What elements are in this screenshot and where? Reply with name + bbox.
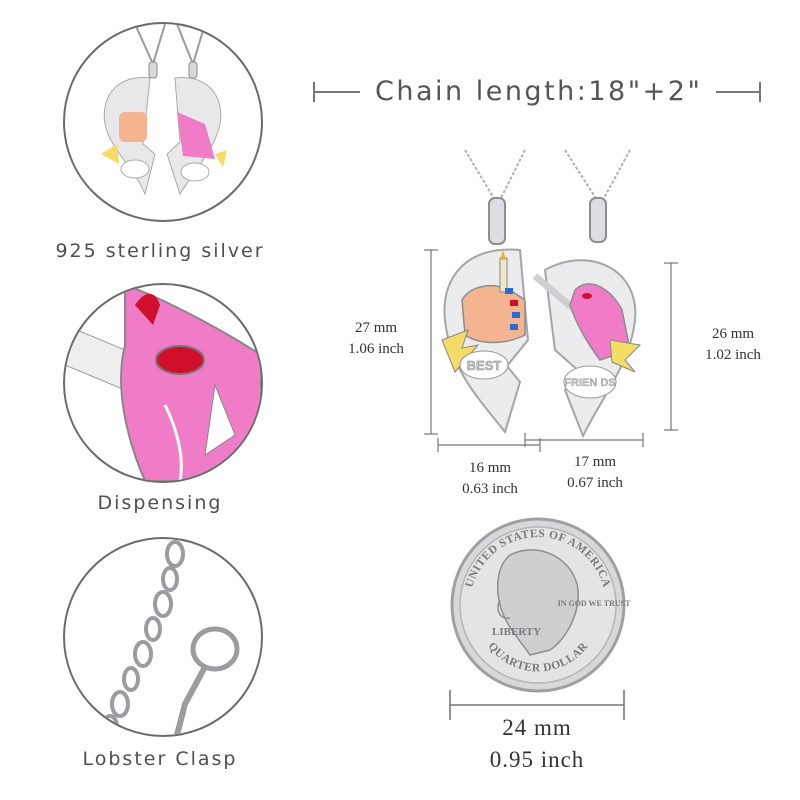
left-height-inch: 1.06 inch	[348, 341, 404, 357]
feature-circle-clasp	[63, 537, 263, 737]
right-hand	[569, 283, 631, 361]
feature-caption-dispensing: Dispensing	[97, 492, 223, 514]
flame	[500, 250, 506, 260]
friends-text: FRIEN DS	[564, 377, 615, 389]
right-height-mm: 26 mm	[711, 326, 755, 342]
pendant-pair-icon	[101, 24, 227, 196]
left-height-label: 27 mm 1.06 inch	[336, 318, 416, 360]
right-nail	[582, 293, 592, 299]
left-width-mm: 16 mm	[468, 460, 512, 476]
quarter-coin	[450, 517, 626, 693]
feature-circle-dispensing	[63, 283, 263, 483]
right-width-mm: 17 mm	[573, 454, 617, 470]
coin-liberty-text: LIBERTY	[492, 626, 541, 638]
coin-motto-text: IN GOD WE TRUST	[558, 599, 632, 608]
right-bail	[589, 197, 607, 243]
best-text: BEST	[467, 358, 502, 373]
coin-bottom-text: QUARTER DOLLAR	[486, 640, 591, 674]
friends-bubble	[563, 365, 617, 399]
right-height-inch: 1.02 inch	[705, 347, 761, 363]
right-width-label: 17 mm 0.67 inch	[550, 452, 640, 494]
left-hand	[461, 284, 526, 344]
coin-width-mm: 24 mm	[502, 715, 572, 740]
right-width-inch: 0.67 inch	[567, 475, 623, 491]
chain-length-label: Chain length:18"+2"	[375, 76, 703, 107]
left-heart-pendant	[443, 248, 530, 435]
right-lightning	[609, 339, 642, 373]
cigarette	[532, 273, 578, 313]
coin-top-text: UNITED STATES OF AMERICA	[463, 528, 612, 589]
lighter	[499, 257, 508, 293]
left-lightning	[441, 329, 480, 373]
best-bubble	[459, 350, 509, 380]
lobster-clasp-icon	[101, 540, 240, 735]
left-width-inch: 0.63 inch	[462, 481, 518, 497]
feature-caption-silver: 925 sterling silver	[55, 240, 265, 262]
feature-circle-silver	[63, 22, 263, 222]
coin-width-inch: 0.95 inch	[489, 747, 585, 772]
enamel-detail-icon	[65, 285, 261, 481]
left-bail	[488, 197, 506, 245]
feature-caption-clasp: Lobster Clasp	[82, 748, 238, 770]
coin-width-label: 24 mm 0.95 inch	[467, 712, 607, 776]
right-heart-pendant	[543, 259, 637, 439]
necklace-chains	[464, 149, 631, 201]
left-height-mm: 27 mm	[354, 320, 398, 336]
right-height-label: 26 mm 1.02 inch	[688, 324, 778, 366]
left-nails	[505, 288, 520, 330]
left-width-label: 16 mm 0.63 inch	[445, 458, 535, 500]
